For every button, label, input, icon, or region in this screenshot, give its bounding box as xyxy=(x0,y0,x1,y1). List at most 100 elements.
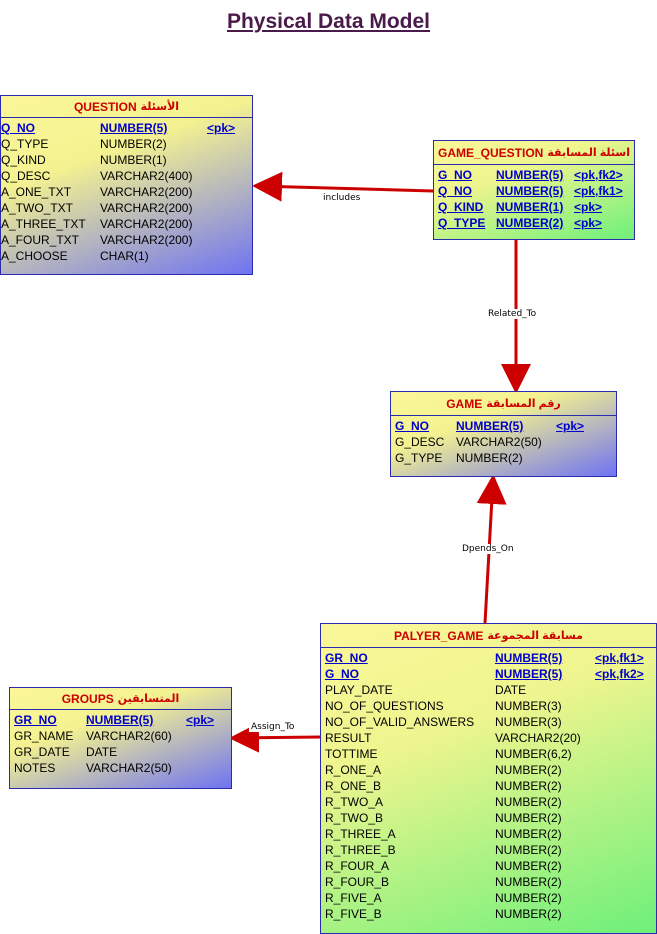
column-name: R_FIVE_A xyxy=(325,891,382,905)
column-key: <pk> xyxy=(186,713,215,727)
column-type: NUMBER(2) xyxy=(495,763,562,777)
column-key: <pk,fk1> xyxy=(574,184,623,198)
column-type: NUMBER(5) xyxy=(495,651,563,665)
column-name: G_TYPE xyxy=(395,451,443,465)
column-type: NUMBER(1) xyxy=(100,153,167,167)
column-row[interactable]: G_TYPE NUMBER(2) xyxy=(391,450,616,466)
column-type: NUMBER(5) xyxy=(495,667,563,681)
column-type: CHAR(1) xyxy=(100,249,149,263)
column-type: NUMBER(3) xyxy=(495,699,562,713)
column-type: NUMBER(5) xyxy=(496,184,564,198)
column-type: NUMBER(5) xyxy=(86,713,154,727)
column-type: NUMBER(2) xyxy=(495,795,562,809)
column-type: NUMBER(2) xyxy=(456,451,523,465)
column-name: Q_KIND xyxy=(438,200,484,214)
column-name: R_FOUR_B xyxy=(325,875,390,889)
entity-name: GAME xyxy=(446,396,483,411)
column-row[interactable]: Q_NO NUMBER(5) <pk> xyxy=(1,120,252,136)
column-type: NUMBER(2) xyxy=(496,216,564,230)
column-key: <pk> xyxy=(574,200,603,214)
entity-name: QUESTION xyxy=(73,99,137,114)
column-type: DATE xyxy=(86,745,118,759)
column-key: <pk> xyxy=(207,121,236,135)
column-name: NOTES xyxy=(14,761,56,775)
column-type: VARCHAR2(20) xyxy=(495,731,581,745)
column-type: VARCHAR2(200) xyxy=(100,217,193,231)
entity-arabic-name: المتسابقين xyxy=(117,693,180,705)
column-row[interactable]: R_ONE_A NUMBER(2) xyxy=(321,762,656,778)
column-type: NUMBER(2) xyxy=(495,779,562,793)
column-row[interactable]: GR_NO NUMBER(5) <pk> xyxy=(10,712,231,728)
column-row[interactable]: A_CHOOSE CHAR(1) xyxy=(1,248,252,264)
column-type: VARCHAR2(200) xyxy=(100,201,193,215)
column-name: A_CHOOSE xyxy=(1,249,68,263)
column-name: A_FOUR_TXT xyxy=(1,233,80,247)
column-type: NUMBER(2) xyxy=(495,859,562,873)
column-name: GR_NO xyxy=(14,713,57,727)
column-type: NUMBER(1) xyxy=(496,200,564,214)
column-type: NUMBER(3) xyxy=(495,715,562,729)
column-name: R_TWO_B xyxy=(325,811,384,825)
column-key: <pk,fk1> xyxy=(595,651,644,665)
column-name: PLAY_DATE xyxy=(325,683,393,697)
column-key: <pk> xyxy=(574,216,603,230)
column-row[interactable]: Q_DESC VARCHAR2(400) xyxy=(1,168,252,184)
column-type: VARCHAR2(60) xyxy=(86,729,172,743)
column-name: Q_DESC xyxy=(1,169,51,183)
column-type: VARCHAR2(400) xyxy=(100,169,193,183)
column-row[interactable]: Q_KIND NUMBER(1) <pk> xyxy=(434,199,634,215)
column-row[interactable]: R_TWO_B NUMBER(2) xyxy=(321,810,656,826)
column-row[interactable]: R_FOUR_A NUMBER(2) xyxy=(321,858,656,874)
entity-name: GAME_QUESTION xyxy=(438,145,544,160)
column-type: NUMBER(2) xyxy=(495,811,562,825)
column-name: Q_NO xyxy=(1,121,36,135)
column-type: NUMBER(5) xyxy=(100,121,168,135)
column-key: <pk,fk2> xyxy=(574,168,623,182)
entity-arabic-name: رقم المسابقة xyxy=(486,398,561,410)
column-name: R_ONE_A xyxy=(325,763,382,777)
column-name: R_FOUR_A xyxy=(325,859,390,873)
assign-to-label: Assign_To xyxy=(249,722,297,732)
column-name: R_FIVE_B xyxy=(325,907,382,921)
column-key: <pk> xyxy=(556,419,585,433)
column-type: NUMBER(5) xyxy=(496,168,564,182)
column-name: G_NO xyxy=(325,667,360,681)
column-name: Q_TYPE xyxy=(1,137,49,151)
